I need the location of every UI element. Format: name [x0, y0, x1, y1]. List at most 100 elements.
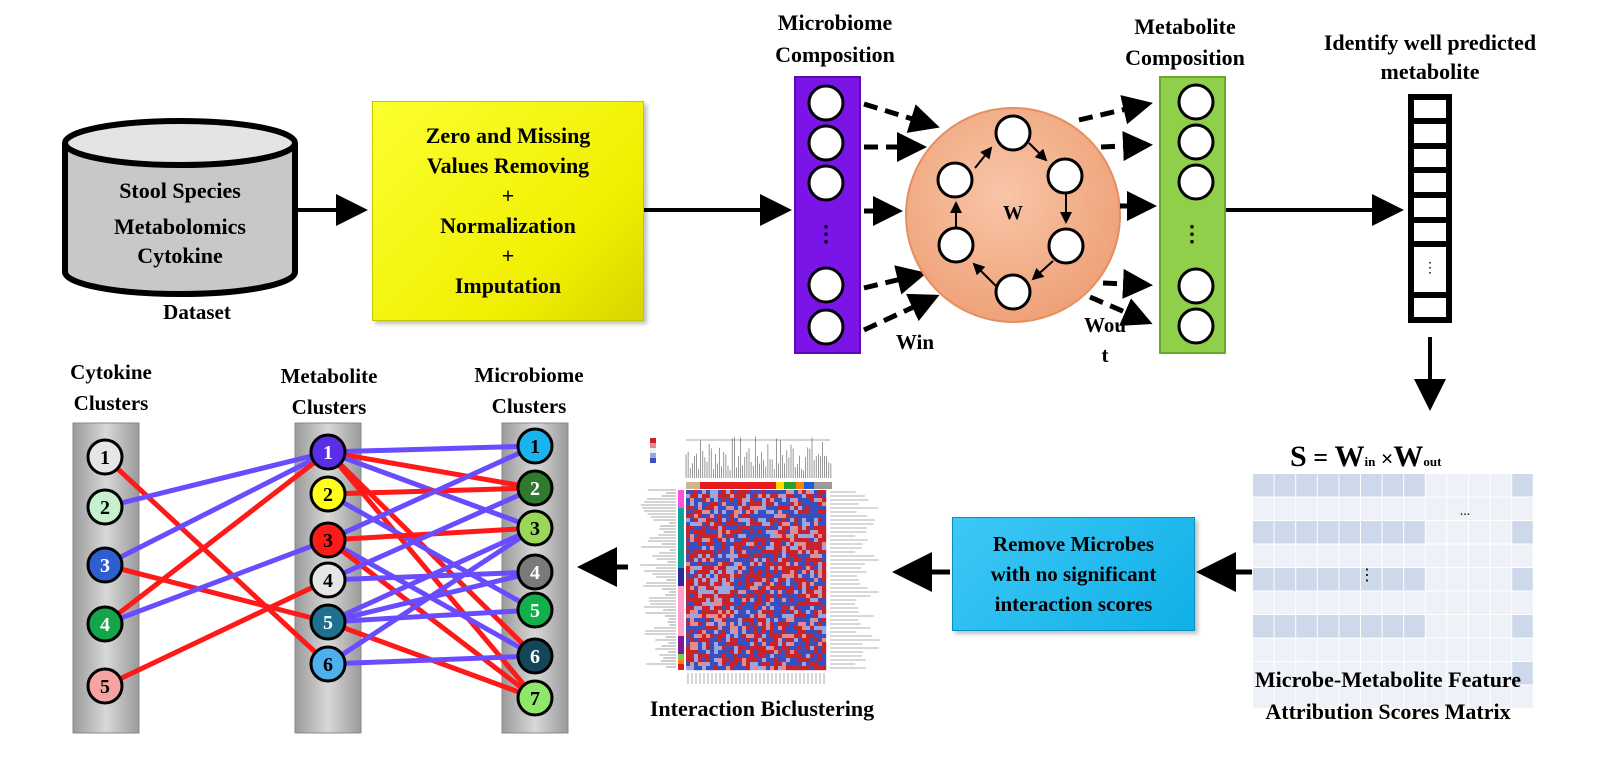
score-matrix-cell [1512, 497, 1533, 520]
score-matrix-cell [1253, 544, 1274, 567]
heatmap-row-annotation [678, 664, 684, 670]
score-matrix-cell [1274, 521, 1296, 544]
score-matrix-cell [1469, 662, 1490, 685]
heatmap-column-annotation [784, 482, 796, 489]
microbiome-input-node [807, 124, 845, 162]
heatmap-row-annotation [678, 636, 684, 654]
microbiome-clusters-title-2: Clusters [491, 394, 567, 418]
cytokine-cluster-node: 2 [86, 488, 124, 526]
score-matrix-cell [1339, 497, 1360, 520]
microbiome-input-node [807, 164, 845, 202]
biclustering-caption: Interaction Biclustering [649, 696, 875, 721]
identify-title-2: metabolite [1380, 59, 1480, 84]
heatmap-row-annotation [678, 660, 684, 664]
microbiome-composition-title-1: Microbiome [777, 10, 893, 35]
score-matrix-cell [1382, 544, 1404, 567]
score-matrix-cell [1317, 544, 1339, 567]
remove-line: with no significant [990, 562, 1157, 586]
score-matrix-cell [1447, 474, 1468, 497]
metabolite-microbiome-link [326, 525, 537, 667]
heatmap-cells [686, 490, 827, 671]
score-matrix-cell [1382, 591, 1404, 614]
metabolite-clusters-title-2: Clusters [291, 395, 367, 419]
score-matrix-cell [1361, 474, 1382, 497]
metabolite-cluster-node: 3 [309, 521, 347, 559]
microbiome-cluster-node-label: 6 [530, 646, 540, 668]
metabolite-cluster-node: 4 [309, 561, 347, 599]
score-matrix-cell [1512, 615, 1533, 638]
cytokine-cluster-node-label: 5 [100, 676, 110, 698]
cytokine-cluster-node: 1 [86, 438, 124, 476]
formula-s: S [1290, 440, 1307, 473]
network-nodes [936, 114, 1085, 311]
score-matrix-cell [1447, 685, 1468, 708]
score-matrix-cell [1469, 591, 1490, 614]
score-matrix-cell [1296, 568, 1317, 591]
cytokine-metabolite-link [104, 562, 329, 625]
microbiome-input-node [807, 266, 845, 304]
preprocessing-box: Zero and Missing Values Removing + Norma… [372, 101, 644, 321]
score-matrix-cell [1361, 662, 1382, 685]
score-matrix-cell [1425, 497, 1447, 520]
score-matrix-cell [1339, 568, 1360, 591]
heatmap-column-annotation [804, 482, 814, 489]
prep-line: + [501, 183, 515, 208]
score-matrix-cell [1296, 662, 1317, 685]
metabolite-microbiome-link [326, 525, 537, 625]
score-matrix-cell [1447, 568, 1468, 591]
metabolite-composition-title-2: Composition [1125, 45, 1245, 70]
metabolite-output-node [1177, 307, 1215, 345]
score-matrix-cell [1512, 544, 1533, 567]
score-matrix-cell [1317, 568, 1339, 591]
metabolite-cluster-node: 2 [309, 475, 347, 513]
cytokine-metabolite-link [103, 450, 330, 626]
cytokine-clusters-title-1: Cytokine [70, 360, 152, 384]
score-matrix-cell [1404, 662, 1425, 685]
prep-line: Normalization [440, 213, 576, 238]
score-matrix-cell [1490, 474, 1512, 497]
score-matrix-cell [1512, 568, 1533, 591]
cytokine-metabolite-link [103, 455, 330, 666]
microbiome-input-node [807, 84, 845, 122]
heatmap-row-annotation [678, 508, 684, 568]
score-matrix-cell [1317, 474, 1339, 497]
score-matrix-cell [1425, 662, 1447, 685]
score-matrix-cell [1253, 521, 1274, 544]
score-matrix-cell [1469, 497, 1490, 520]
score-matrix-cell [1296, 591, 1317, 614]
heatmap-row-annotation [678, 490, 684, 508]
microbiome-cluster-node-label: 7 [530, 688, 540, 710]
score-matrix-cell [1490, 591, 1512, 614]
score-matrix-cell [1296, 685, 1317, 708]
heatmap-column-annotation [814, 482, 832, 489]
score-matrix [1253, 474, 1533, 708]
microbiome-input-node [807, 308, 845, 346]
cytokine-cluster-node: 5 [86, 667, 124, 705]
score-matrix-cell [1447, 497, 1468, 520]
score-matrix-cell [1274, 685, 1296, 708]
score-matrix-cell [1404, 497, 1425, 520]
metabolite-microbiome-link [327, 607, 536, 625]
score-matrix-cell [1490, 638, 1512, 661]
score-matrix-cell [1512, 521, 1533, 544]
score-matrix-cell [1274, 591, 1296, 614]
remove-line: Remove Microbes [992, 532, 1155, 556]
metabolite-composition-bar [1159, 76, 1226, 354]
score-matrix-cell [1339, 615, 1360, 638]
score-matrix-cell [1361, 568, 1382, 591]
score-matrix-cell [1253, 474, 1274, 497]
score-matrix-cell [1339, 474, 1360, 497]
metabolite-microbiome-link [327, 653, 536, 667]
network-w-label: W [1003, 202, 1023, 224]
score-matrix-cell [1361, 591, 1382, 614]
score-matrix-cell [1274, 638, 1296, 661]
score-matrix-cell [1274, 615, 1296, 638]
score-matrix-cell [1317, 591, 1339, 614]
score-matrix-cell [1404, 615, 1425, 638]
microbiome-cluster-node-label: 5 [530, 600, 540, 622]
score-matrix-cell [1382, 521, 1404, 544]
score-matrix-cell [1404, 568, 1425, 591]
score-matrix-cell [1253, 662, 1274, 685]
